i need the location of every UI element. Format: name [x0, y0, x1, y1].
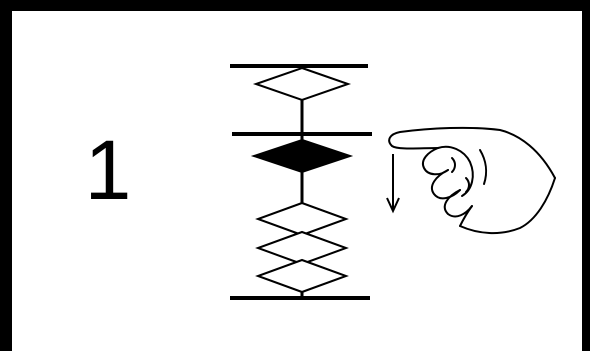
diamond-2: [254, 140, 350, 172]
diamond-5: [258, 260, 346, 292]
arrow-down-icon: [387, 154, 399, 211]
diamond-1: [256, 68, 348, 100]
diamond-3: [258, 203, 346, 235]
hand-pointing-icon: [389, 128, 555, 233]
